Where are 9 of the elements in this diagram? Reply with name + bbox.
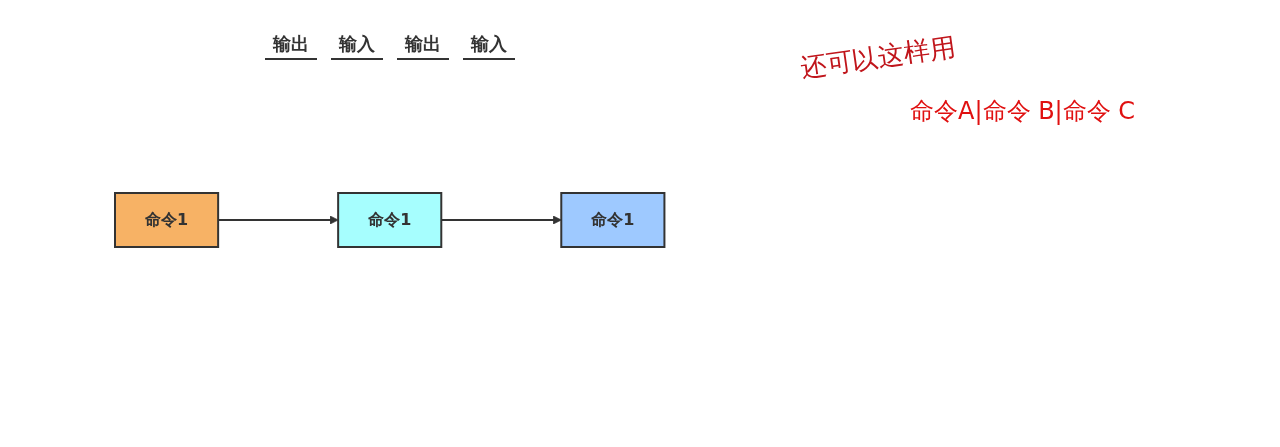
node-box: 命令1 bbox=[114, 192, 220, 248]
command-pipeline-text: 命令A|命令 B|命令 C bbox=[910, 96, 1137, 127]
port-label: 输入 bbox=[463, 30, 515, 60]
tip-text: 还可以这样用 bbox=[798, 30, 958, 85]
port-label: 输入 bbox=[331, 30, 383, 60]
port-label: 输出 bbox=[397, 30, 449, 60]
port-label: 输出 bbox=[265, 30, 317, 60]
node-box: 命令1 bbox=[337, 192, 443, 248]
node-box: 命令1 bbox=[560, 192, 666, 248]
